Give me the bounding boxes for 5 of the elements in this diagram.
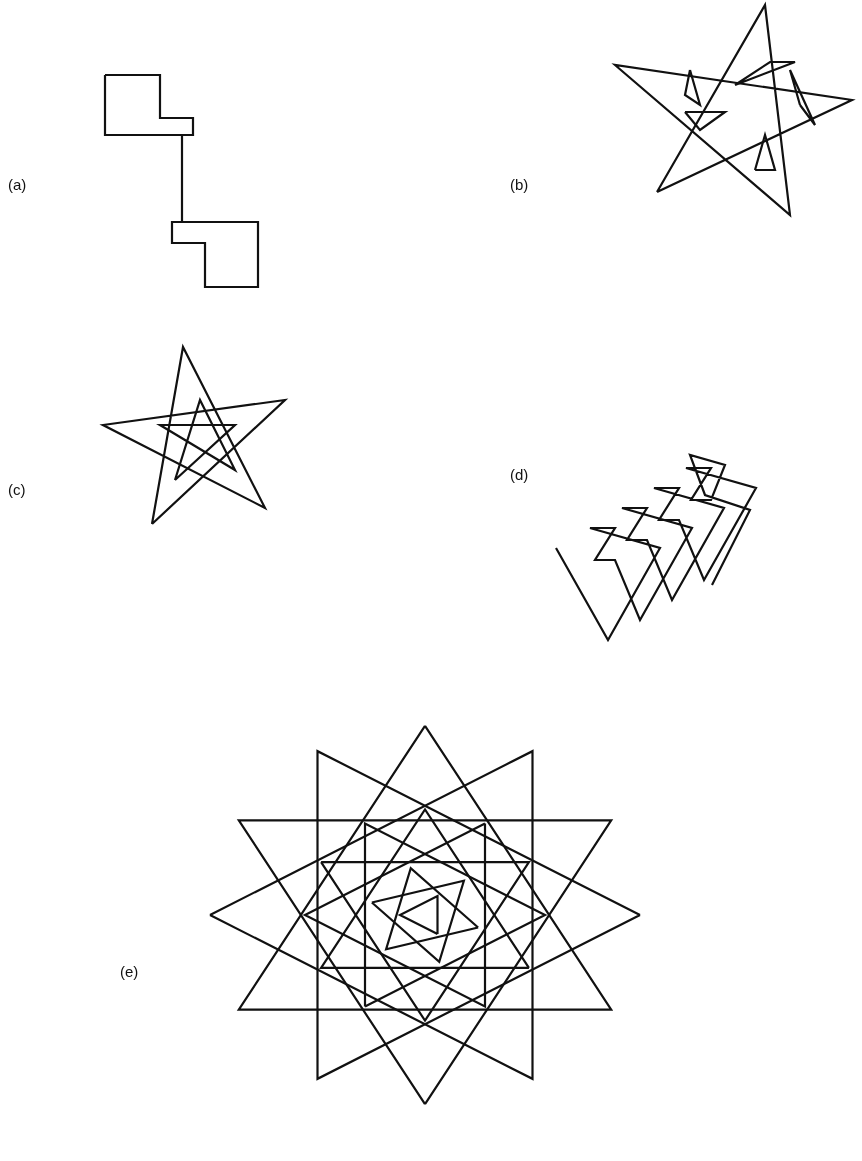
panel-label: (e): [120, 963, 139, 980]
panel-label: (b): [510, 176, 529, 193]
panel-label: (c): [8, 481, 26, 498]
panel-label: (d): [510, 466, 529, 483]
panel-label: (a): [8, 176, 27, 193]
